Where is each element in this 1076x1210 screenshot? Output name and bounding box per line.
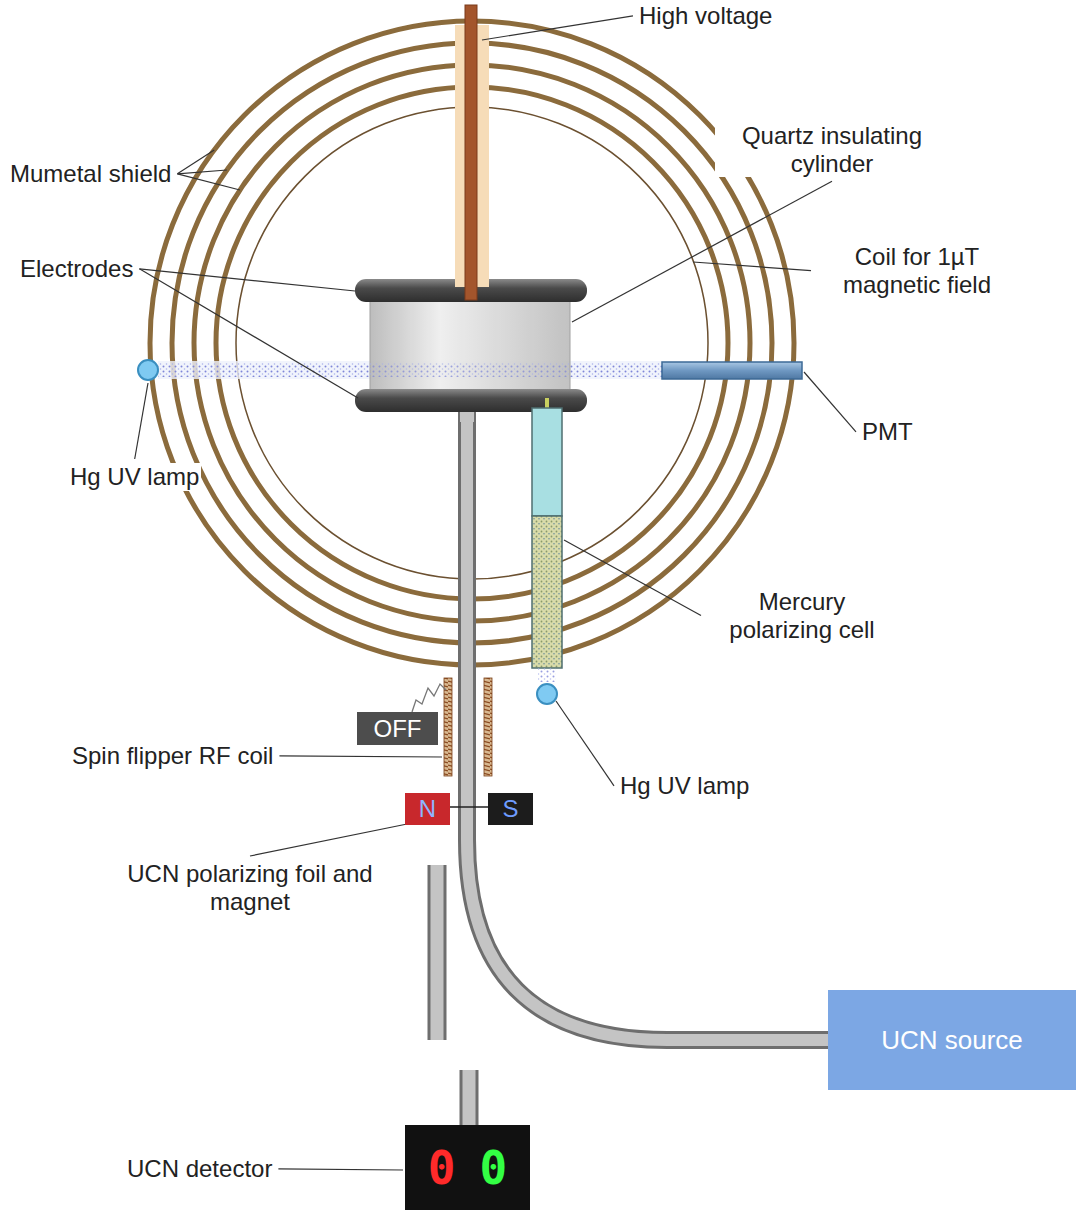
ucn-guide — [437, 400, 832, 1127]
leader-line — [572, 181, 832, 322]
quartz-cylinder — [370, 296, 570, 394]
polarizing-foil — [450, 806, 488, 808]
part-label: Spin flipper RF coil — [70, 742, 275, 770]
leader-line — [693, 262, 811, 271]
part-label: Quartz insulating cylinder — [715, 122, 949, 177]
part-label: UCN polarizing foil and magnet — [118, 860, 382, 915]
leader-line — [278, 1169, 403, 1170]
uv-beam — [158, 361, 663, 379]
box-text: N — [419, 795, 436, 823]
label-box: S — [488, 793, 533, 825]
hv-rod — [465, 5, 477, 300]
part-label: Electrodes — [18, 255, 135, 283]
uv-lamp — [537, 684, 557, 704]
part-label: Mumetal shield — [8, 160, 173, 188]
leader-line — [177, 150, 214, 174]
uv-lamp — [138, 360, 158, 380]
leader-line — [482, 16, 633, 40]
leader-line — [556, 701, 614, 786]
label-box: OFF — [357, 712, 438, 745]
uv-beam — [538, 668, 556, 682]
leader-line — [177, 170, 227, 174]
leader-line — [139, 269, 358, 398]
uv-beam — [370, 363, 570, 377]
counter-digit: 0 — [480, 1141, 508, 1195]
mercury-cell — [532, 408, 562, 516]
part-label: Hg UV lamp — [68, 463, 201, 491]
part-label: Coil for 1µT magnetic field — [815, 243, 1019, 298]
mercury-cell — [532, 516, 562, 668]
rf-coil — [444, 678, 452, 776]
leader-line — [564, 540, 701, 616]
label-box: N — [405, 793, 450, 825]
part-label: UCN detector — [125, 1155, 274, 1183]
leader-line — [279, 756, 442, 757]
part-label: Hg UV lamp — [618, 772, 751, 800]
rf-coil — [484, 678, 492, 776]
part-label: Mercury polarizing cell — [705, 588, 899, 643]
leader-line — [250, 823, 412, 856]
box-text: OFF — [374, 715, 422, 743]
ucn-guide — [460, 412, 474, 422]
leader-line — [177, 174, 239, 190]
counter-digit: 0 — [428, 1141, 456, 1195]
part-label: High voltage — [637, 2, 774, 30]
pmt — [662, 362, 802, 379]
box-text: S — [502, 795, 518, 823]
box-text: UCN source — [881, 1025, 1023, 1056]
uv-beam — [158, 363, 663, 377]
rf-wire — [412, 684, 446, 712]
leader-line — [804, 372, 856, 432]
part-label: PMT — [860, 418, 915, 446]
detector-display: 00 — [405, 1125, 530, 1210]
leader-line — [135, 383, 148, 459]
source-box: UCN source — [828, 990, 1076, 1090]
